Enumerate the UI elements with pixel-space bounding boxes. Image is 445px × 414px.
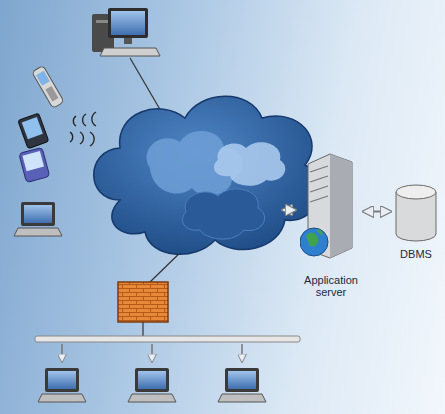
application-server: Application server: [300, 150, 362, 300]
node-icon: [300, 150, 362, 270]
dbms-cylinder: DBMS: [392, 182, 440, 262]
node-label: Application server: [300, 274, 362, 298]
node-label: DBMS: [392, 248, 440, 260]
double-arrow: [363, 211, 391, 213]
node-icon: [392, 182, 440, 244]
